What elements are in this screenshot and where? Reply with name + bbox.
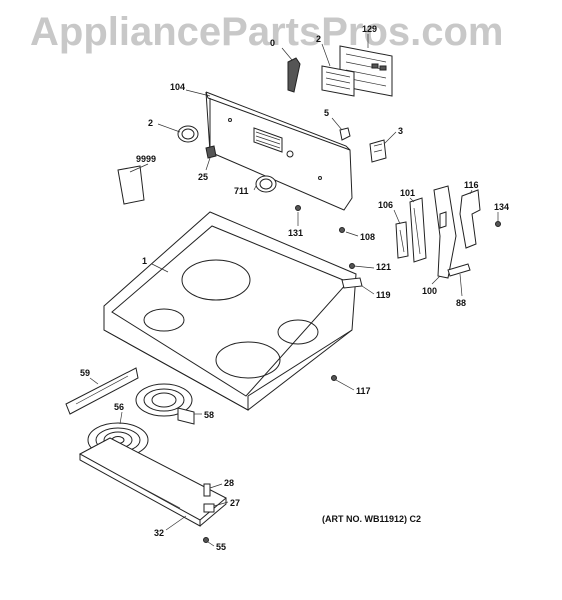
callout-0: 0 bbox=[270, 38, 275, 48]
part-bracket-119[interactable] bbox=[341, 277, 363, 289]
part-cooktop[interactable] bbox=[103, 211, 357, 411]
part-screw-55[interactable] bbox=[203, 537, 209, 543]
callout-25: 25 bbox=[198, 172, 208, 182]
part-screw-117[interactable] bbox=[331, 375, 337, 381]
callout-121: 121 bbox=[376, 262, 391, 272]
callout-27: 27 bbox=[230, 498, 240, 508]
callout-131: 131 bbox=[288, 228, 303, 238]
callout-100: 100 bbox=[422, 286, 437, 296]
part-clip-27[interactable] bbox=[203, 503, 215, 513]
callout-108: 108 bbox=[360, 232, 375, 242]
part-screw-108[interactable] bbox=[339, 227, 345, 233]
part-switch[interactable] bbox=[369, 139, 387, 163]
callout-58: 58 bbox=[204, 410, 214, 420]
callout-104: 104 bbox=[170, 82, 185, 92]
part-screw-28[interactable] bbox=[203, 483, 211, 497]
art-number: (ART NO. WB11912) C2 bbox=[322, 514, 422, 524]
callout-106: 106 bbox=[378, 200, 393, 210]
part-sidetrim-116[interactable] bbox=[459, 189, 481, 249]
callout-28: 28 bbox=[224, 478, 234, 488]
callout-9999: 9999 bbox=[136, 154, 156, 164]
part-screw-131[interactable] bbox=[295, 205, 301, 211]
callout-55: 55 bbox=[216, 542, 226, 552]
part-backguard[interactable] bbox=[205, 91, 353, 211]
callout-56: 56 bbox=[114, 402, 124, 412]
part-sidetrim-100[interactable] bbox=[433, 185, 457, 279]
callout-134: 134 bbox=[494, 202, 509, 212]
callout-711: 711 bbox=[234, 186, 249, 196]
part-endcap-101[interactable] bbox=[409, 197, 427, 263]
part-knob-small[interactable] bbox=[177, 125, 199, 143]
leader-lines bbox=[89, 34, 499, 547]
callout-116: 116 bbox=[464, 180, 479, 190]
callout-1: 1 bbox=[142, 256, 147, 266]
part-burner-box-32[interactable] bbox=[78, 437, 227, 527]
part-overlay[interactable] bbox=[321, 65, 355, 97]
callout-88: 88 bbox=[456, 298, 466, 308]
part-knob-5[interactable] bbox=[339, 127, 351, 141]
callout-5: 5 bbox=[324, 108, 329, 118]
part-spacer-88[interactable] bbox=[447, 263, 471, 277]
callout-2: 2 bbox=[148, 118, 153, 128]
callout-129: 129 bbox=[362, 24, 377, 34]
part-literature[interactable] bbox=[117, 165, 145, 205]
part-knob-large[interactable] bbox=[255, 175, 277, 193]
callout-117: 117 bbox=[356, 386, 371, 396]
part-screw-134[interactable] bbox=[495, 221, 501, 227]
callout-labels: 0 129 2 104 5 3 2 9999 25 711 131 108 10… bbox=[80, 24, 509, 552]
callout-3: 3 bbox=[398, 126, 403, 136]
callout-101: 101 bbox=[400, 188, 415, 198]
part-support-bar-59[interactable] bbox=[65, 367, 139, 415]
part-endcap-106[interactable] bbox=[395, 221, 409, 259]
part-console-trim[interactable] bbox=[287, 57, 301, 93]
part-surface-element-58[interactable] bbox=[135, 383, 195, 425]
callout-32: 32 bbox=[154, 528, 164, 538]
callout-119: 119 bbox=[376, 290, 391, 300]
watermark: AppliancePartsPros.com bbox=[30, 10, 504, 54]
part-screw-121[interactable] bbox=[349, 263, 355, 269]
callout-2-upper: 2 bbox=[316, 34, 321, 44]
part-clip-25[interactable] bbox=[205, 145, 217, 159]
callout-59: 59 bbox=[80, 368, 90, 378]
